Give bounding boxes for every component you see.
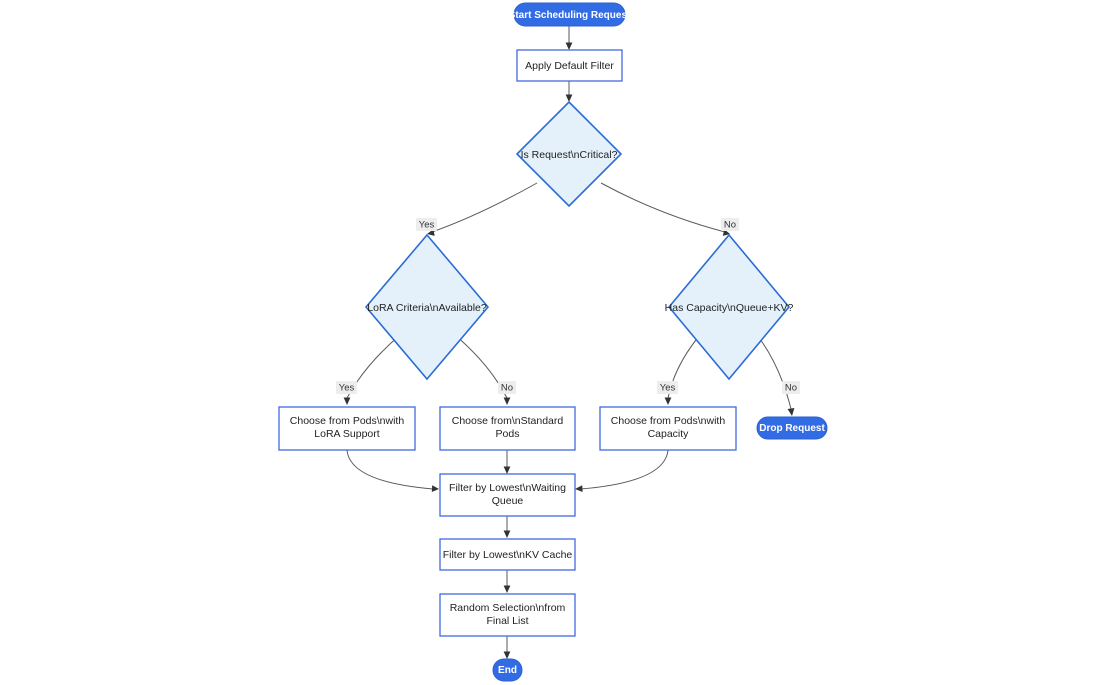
node-has-capacity-label: Has Capacity\nQueue+KV? (665, 302, 794, 314)
edge-label-lora-yes-bg (336, 381, 357, 394)
edge-label-lora-yes-text: Yes (339, 383, 355, 394)
node-random-selection-label-line1: Random Selection\nfrom (450, 602, 566, 614)
edge-label-capacity-yes-bg (657, 381, 678, 394)
node-filter-kv-cache[interactable]: Filter by Lowest\nKV Cache (439, 538, 576, 571)
node-random-selection-shape[interactable] (439, 593, 576, 637)
node-choose-standard-pods-label-line1: Choose from\nStandard (452, 415, 564, 427)
edge-label-critical-yes-bg (416, 218, 437, 231)
node-end-shape[interactable] (492, 658, 523, 682)
node-choose-capacity-pods-label-line1: Choose from Pods\nwith (611, 415, 726, 427)
arrowhead-choose-lora-pods (343, 397, 351, 405)
edge-capacity-pods-to-filter-queue (580, 449, 669, 490)
node-lora-criteria-available-label: LoRA Criteria\nAvailable? (367, 302, 487, 314)
node-choose-standard-pods-label-line2: Pods (496, 428, 520, 440)
node-choose-capacity-pods-label-line2: Capacity (648, 428, 690, 440)
edge-label-lora-no-bg (498, 381, 516, 394)
node-end[interactable]: End (492, 658, 523, 682)
node-filter-waiting-queue-label-line1: Filter by Lowest\nWaiting (449, 482, 566, 494)
edge-label-lora-no: No (498, 381, 516, 394)
edge-label-critical-yes: Yes (416, 218, 437, 231)
node-random-selection[interactable]: Random Selection\nfrom Final List (439, 593, 576, 637)
arrowhead-filter-queue-right (575, 485, 583, 492)
arrowhead-filter-queue-top (503, 466, 511, 474)
node-layer: Start Scheduling Request Apply Default F… (278, 2, 828, 682)
node-filter-waiting-queue[interactable]: Filter by Lowest\nWaiting Queue (439, 473, 576, 517)
node-filter-waiting-queue-shape[interactable] (439, 473, 576, 517)
node-choose-standard-pods[interactable]: Choose from\nStandard Pods (439, 406, 576, 451)
edge-label-layer: Yes No Yes No Yes No (336, 218, 800, 394)
node-has-capacity-shape[interactable] (667, 233, 791, 381)
node-lora-criteria-available[interactable]: LoRA Criteria\nAvailable? (364, 233, 490, 381)
edge-lora-pods-to-filter-queue (346, 449, 434, 490)
arrowhead-random-selection (503, 585, 511, 593)
arrowhead-critical (565, 94, 573, 102)
edge-label-critical-yes-text: Yes (419, 220, 435, 231)
node-is-request-critical-shape[interactable] (515, 100, 623, 208)
node-choose-lora-pods-shape[interactable] (278, 406, 416, 451)
arrowhead-filter-kv-cache (503, 530, 511, 538)
node-start-shape[interactable] (513, 2, 626, 27)
arrowhead-choose-capacity-pods (664, 397, 672, 405)
edge-label-lora-no-text: No (501, 383, 513, 394)
node-apply-default-filter-shape[interactable] (516, 49, 623, 82)
node-choose-capacity-pods[interactable]: Choose from Pods\nwith Capacity (599, 406, 737, 451)
edge-label-critical-no-text: No (724, 220, 736, 231)
arrowhead-drop-request (787, 408, 795, 416)
node-choose-lora-pods-label-line1: Choose from Pods\nwith (290, 415, 405, 427)
node-is-request-critical[interactable]: Is Request\nCritical? (515, 100, 623, 208)
edge-critical-no (600, 182, 726, 233)
node-start[interactable]: Start Scheduling Request (509, 2, 631, 27)
node-apply-default-filter[interactable]: Apply Default Filter (516, 49, 623, 82)
arrowhead-end (503, 651, 511, 659)
node-apply-default-filter-label: Apply Default Filter (525, 60, 614, 72)
edge-label-capacity-yes-text: Yes (660, 383, 676, 394)
node-filter-kv-cache-label: Filter by Lowest\nKV Cache (443, 549, 573, 561)
edge-label-capacity-yes: Yes (657, 381, 678, 394)
node-filter-waiting-queue-label-line2: Queue (492, 495, 524, 507)
node-drop-request[interactable]: Drop Request (756, 416, 828, 440)
node-filter-kv-cache-shape[interactable] (439, 538, 576, 571)
node-random-selection-label-line2: Final List (486, 615, 528, 627)
arrowhead-filter-queue-left (431, 485, 439, 492)
edge-label-critical-no-bg (721, 218, 739, 231)
node-has-capacity[interactable]: Has Capacity\nQueue+KV? (665, 233, 794, 381)
node-start-label: Start Scheduling Request (509, 10, 631, 21)
edge-label-lora-yes: Yes (336, 381, 357, 394)
edge-label-capacity-no-text: No (785, 383, 797, 394)
node-drop-request-label: Drop Request (759, 423, 825, 434)
arrowhead-apply-filter (565, 42, 573, 50)
node-choose-lora-pods-label-line2: LoRA Support (314, 428, 379, 440)
node-end-label: End (498, 665, 517, 676)
node-choose-standard-pods-shape[interactable] (439, 406, 576, 451)
edge-label-capacity-no: No (782, 381, 800, 394)
edge-label-critical-no: No (721, 218, 739, 231)
edge-label-capacity-no-bg (782, 381, 800, 394)
edge-critical-yes (431, 182, 538, 233)
node-choose-capacity-pods-shape[interactable] (599, 406, 737, 451)
node-is-request-critical-label: Is Request\nCritical? (521, 149, 618, 161)
arrowhead-choose-standard-pods (503, 397, 511, 405)
edge-capacity-no (756, 334, 792, 410)
node-lora-criteria-available-shape[interactable] (364, 233, 490, 381)
node-drop-request-shape[interactable] (756, 416, 828, 440)
node-choose-lora-pods[interactable]: Choose from Pods\nwith LoRA Support (278, 406, 416, 451)
